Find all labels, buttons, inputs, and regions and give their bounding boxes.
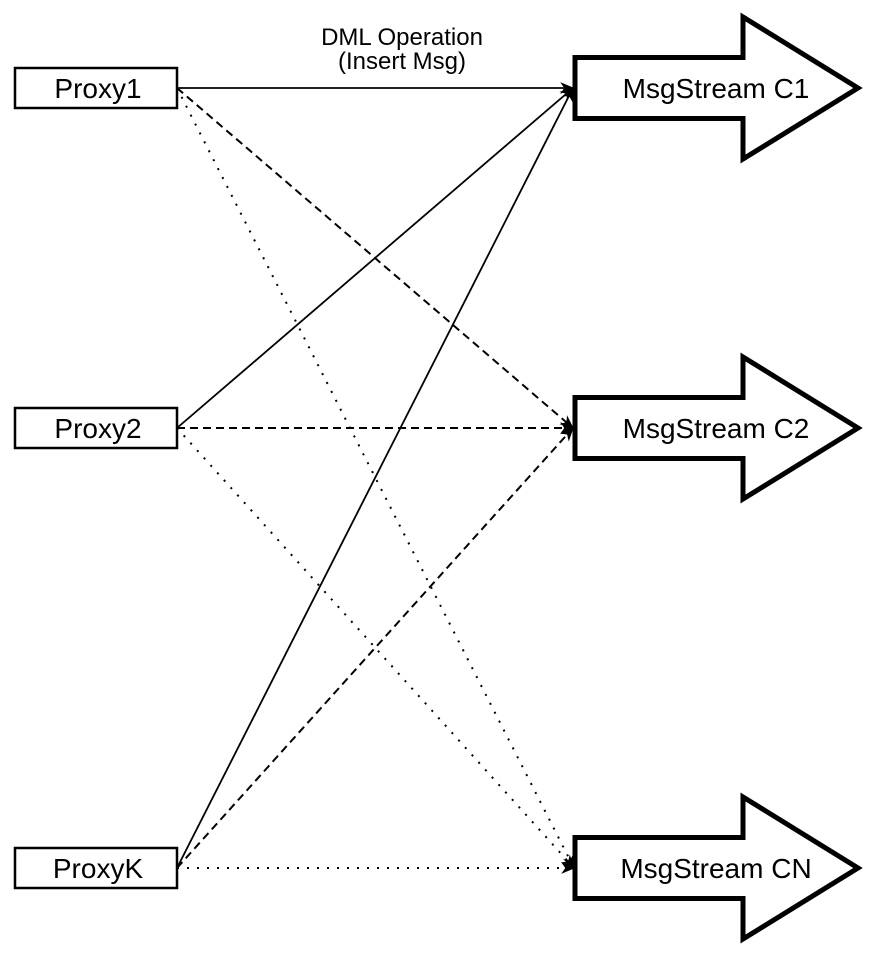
dml-operation-label-line2: (Insert Msg): [338, 48, 466, 75]
msgstream-c1-arrow-shape: [572, 12, 863, 164]
proxy1-box: [13, 66, 179, 110]
proxy2-label: Proxy2: [54, 413, 141, 444]
proxy1-node: Proxy1: [13, 66, 179, 110]
msgstream-cn-node: MsgStream CN: [572, 792, 863, 944]
proxy1-label: Proxy1: [54, 73, 141, 104]
proxyk-label: ProxyK: [53, 853, 144, 884]
msgstream-cn-label: MsgStream CN: [620, 853, 811, 884]
connection-proxyk-c1: [176, 86, 574, 869]
proxyk-node: ProxyK: [13, 846, 179, 890]
proxy2-node: Proxy2: [13, 406, 179, 450]
msgstream-c1-node: MsgStream C1: [572, 12, 863, 164]
msgstream-c2-node: MsgStream C2: [572, 352, 863, 504]
msgstream-c2-arrow-shape: [572, 352, 863, 504]
connections-layer: [176, 82, 576, 874]
dml-operation-label-line1: DML Operation: [321, 24, 483, 51]
connection-proxy1-c2: [176, 87, 574, 429]
connection-proxyk-c2: [176, 427, 574, 869]
msgstream-c1-label: MsgStream C1: [623, 73, 810, 104]
connection-proxy2-cn: [176, 427, 575, 869]
msgstream-c2-label: MsgStream C2: [623, 413, 810, 444]
msgstream-cn-arrow-shape: [572, 792, 863, 944]
